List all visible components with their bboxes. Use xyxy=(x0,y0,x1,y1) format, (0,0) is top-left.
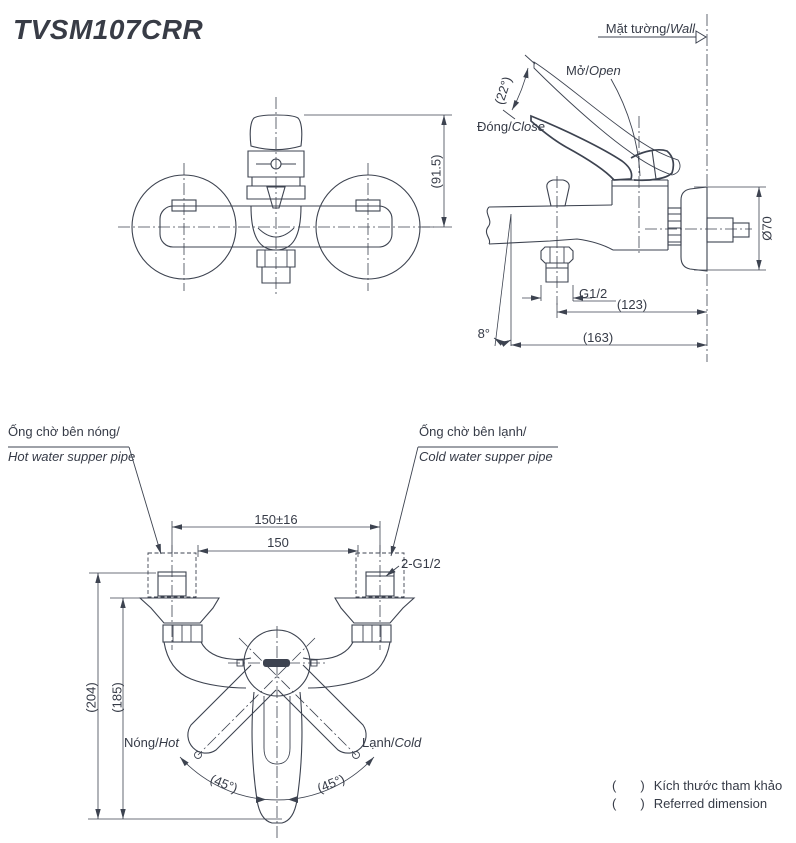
inlet-thread-dim: 2-G1/2 xyxy=(401,556,441,571)
side-view-drawing xyxy=(485,14,766,362)
pitch-dim: 150 xyxy=(267,535,289,550)
cold-label: Lạnh/Cold xyxy=(362,735,422,750)
front-view-drawing xyxy=(118,97,452,296)
legend-open-paren-2: ( xyxy=(612,796,617,811)
spout-angle-dim: 8° xyxy=(477,326,490,341)
height-body-dim: (185) xyxy=(109,682,125,713)
hot-label: Nóng/Hot xyxy=(124,735,179,750)
legend-text-vi: Kích thước tham khảo xyxy=(653,778,783,793)
hot-pipe-label-vi: Ống chờ bên nóng/ xyxy=(8,424,120,439)
handle-indicator xyxy=(263,659,290,667)
legend-open-paren: ( xyxy=(612,778,617,793)
lever-right xyxy=(277,664,367,754)
wall-label-en: Wall xyxy=(669,21,695,36)
wall-label: Mặt tường/Wall xyxy=(595,21,695,36)
left-escutcheon-circle xyxy=(131,174,237,280)
legend-text-en: Referred dimension xyxy=(653,796,768,811)
hot-pipe-leader xyxy=(128,446,162,555)
wall-arrow xyxy=(695,30,707,44)
open-label: Mở/Open xyxy=(566,63,621,78)
depth-to-outlet-dim: (123) xyxy=(616,297,648,312)
wall-label-vi: Mặt tường/ xyxy=(605,21,670,36)
depth-total-dim: (163) xyxy=(582,330,614,345)
bottom-view-drawing xyxy=(8,446,558,841)
outlet-thread-dim: G1/2 xyxy=(579,286,608,301)
height-total-dim: (204) xyxy=(83,682,99,713)
legend-line-1: ()Kích thước tham khảo xyxy=(612,778,783,793)
mixer-body-bar xyxy=(159,205,393,248)
lever-left xyxy=(187,664,277,754)
legend-line-2: ()Referred dimension xyxy=(612,796,768,811)
product-code-title: TVSM107CRR xyxy=(13,14,204,45)
right-escutcheon-circle xyxy=(315,174,421,280)
cold-pipe-label-en: Cold water supper pipe xyxy=(419,449,553,464)
height-above-center-dim: (91.5) xyxy=(428,154,444,189)
cold-pipe-label-vi: Ống chờ bên lạnh/ xyxy=(419,424,527,439)
pitch-tolerance-dim: 150±16 xyxy=(254,512,298,527)
cold-pipe-leader xyxy=(390,446,419,557)
escutcheon-diameter-dim: Ø70 xyxy=(759,216,775,241)
hot-pipe-label-en: Hot water supper pipe xyxy=(8,449,136,464)
close-label: Đóng/Close xyxy=(477,119,545,134)
swing-arc xyxy=(179,756,375,801)
